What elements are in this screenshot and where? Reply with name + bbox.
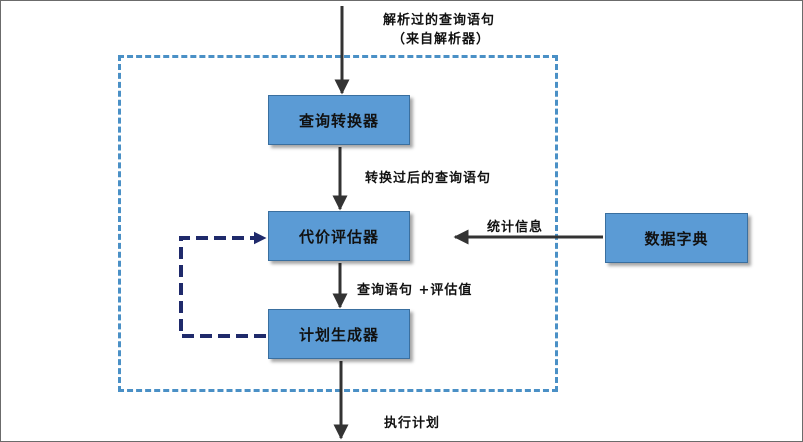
plan-generator-box: 计划生成器 (268, 309, 410, 359)
plan-generator-label: 计划生成器 (298, 325, 379, 344)
data-dictionary-box: 数据字典 (605, 213, 748, 263)
transformed-query-label: 转换过后的查询语句 (365, 171, 492, 186)
optimizer-boundary (118, 55, 558, 392)
cost-estimator-box: 代价评估器 (268, 211, 410, 261)
query-transformer-box: 查询转换器 (268, 95, 410, 145)
query-transformer-label: 查询转换器 (298, 111, 379, 130)
cost-estimator-label: 代价评估器 (298, 227, 379, 246)
input-label-line1: 解析过的查询语句 (383, 13, 496, 28)
statistics-label: 统计信息 (487, 220, 544, 235)
input-label-line2: （来自解析器） (392, 32, 491, 47)
execution-plan-label: 执行计划 (384, 416, 441, 431)
data-dictionary-label: 数据字典 (644, 229, 709, 248)
query-estimate-label: 查询语句 +评估值 (357, 283, 473, 298)
feedback-loop-arrow (179, 231, 267, 338)
